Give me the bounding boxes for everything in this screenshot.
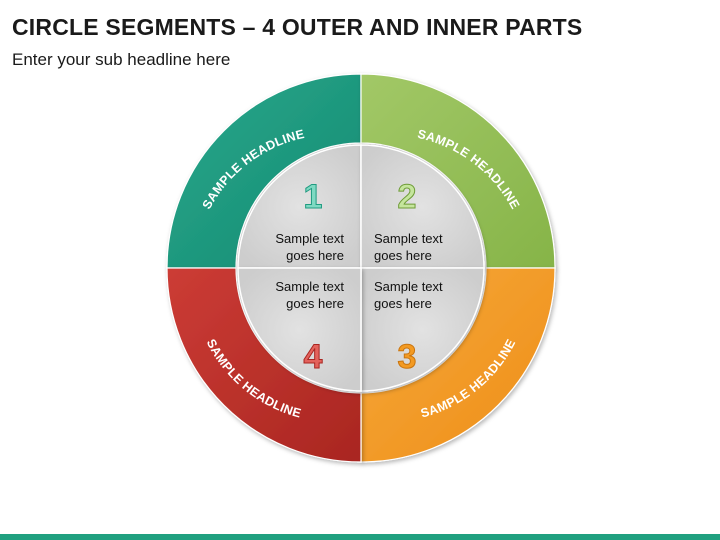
slide-title: CIRCLE SEGMENTS – 4 OUTER AND INNER PART… [12,14,583,40]
segment-outer-orange [360,267,556,463]
text-1-line1: Sample text [275,231,344,246]
segment-outer-red [166,267,362,463]
segment-outer-teal [166,73,362,269]
number-2: 2 [398,178,417,216]
text-4-line1: Sample text [275,279,344,294]
text-2-line1: Sample text [374,231,443,246]
text-4-line2: goes here [286,296,344,311]
footer-bar [0,534,720,540]
number-4: 4 [304,338,323,376]
segment-outer-green [360,73,556,269]
text-3-line2: goes here [374,296,432,311]
segment-inner-4 [237,267,362,392]
number-3: 3 [398,338,417,376]
text-3-line1: Sample text [374,279,443,294]
text-2-line2: goes here [374,248,432,263]
slide-subtitle: Enter your sub headline here [12,50,231,69]
text-1-line2: goes here [286,248,344,263]
segment-inner-2 [360,144,485,269]
segment-inner-1 [237,144,362,269]
number-1: 1 [304,178,323,216]
segment-inner-3 [360,267,485,392]
